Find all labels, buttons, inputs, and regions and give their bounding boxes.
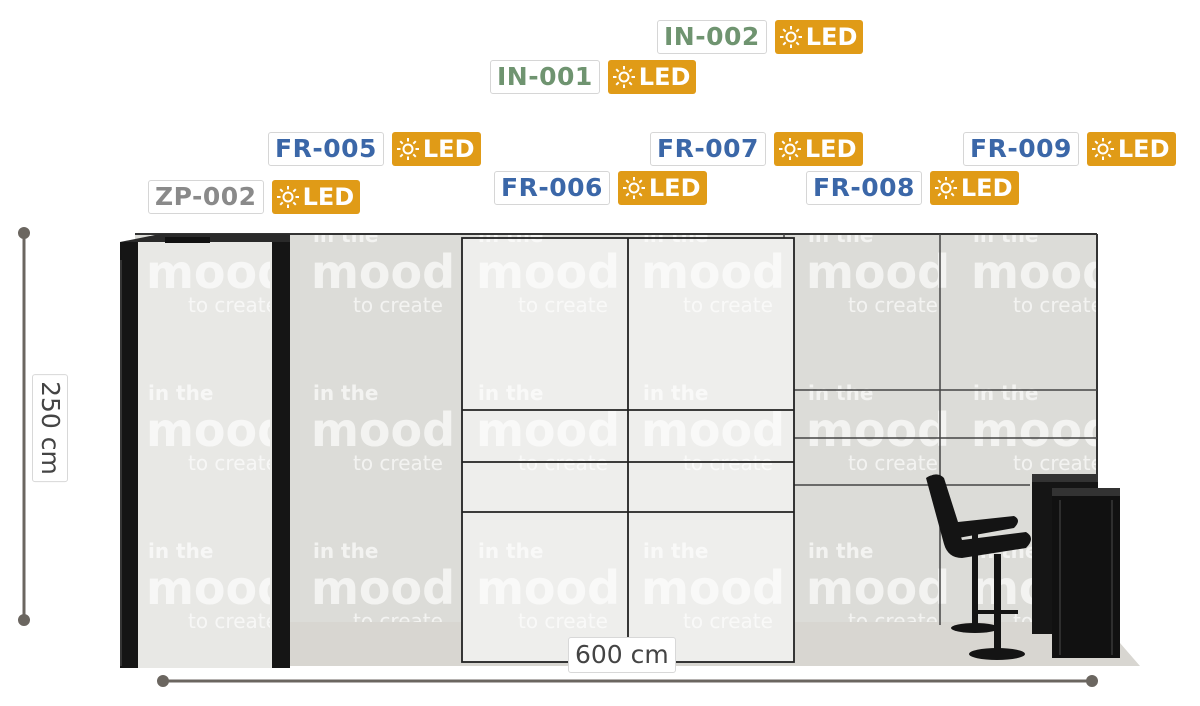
- led-badge: LED: [271, 180, 361, 214]
- led-badge: LED: [773, 132, 863, 166]
- led-label: LED: [805, 23, 858, 51]
- tag-fr-007: FR-007 LED: [650, 132, 863, 166]
- component-code: FR-005: [268, 132, 384, 166]
- led-label: LED: [1117, 135, 1170, 163]
- sun-icon: [778, 138, 801, 160]
- led-badge: LED: [774, 20, 864, 54]
- component-code: FR-008: [806, 171, 922, 205]
- component-code: ZP-002: [148, 180, 264, 214]
- component-code: FR-006: [494, 171, 610, 205]
- bar-tables: [1032, 474, 1120, 658]
- sun-icon: [779, 26, 802, 48]
- sun-icon: [1091, 138, 1114, 160]
- led-label: LED: [302, 183, 355, 211]
- component-code: FR-009: [963, 132, 1079, 166]
- led-label: LED: [648, 174, 701, 202]
- tag-fr-009: FR-009 LED: [963, 132, 1176, 166]
- led-badge: LED: [391, 132, 481, 166]
- led-label: LED: [960, 174, 1013, 202]
- sun-icon: [622, 177, 645, 199]
- sun-icon: [934, 177, 957, 199]
- height-dimension-label: 250 cm: [32, 374, 68, 482]
- component-code: IN-002: [657, 20, 767, 54]
- tag-zp-002: ZP-002 LED: [148, 180, 361, 214]
- led-badge: LED: [607, 60, 697, 94]
- width-dimension-label: 600 cm: [568, 637, 676, 673]
- component-code: FR-007: [650, 132, 766, 166]
- tag-fr-008: FR-008 LED: [806, 171, 1019, 205]
- left-column-frame-left: [120, 242, 138, 668]
- left-column-frame-right: [272, 242, 290, 668]
- tag-in-002: IN-002 LED: [657, 20, 864, 54]
- led-label: LED: [638, 63, 691, 91]
- component-code: IN-001: [490, 60, 600, 94]
- sun-icon: [276, 186, 299, 208]
- sun-icon: [612, 66, 635, 88]
- led-label: LED: [422, 135, 475, 163]
- led-badge: LED: [929, 171, 1019, 205]
- led-label: LED: [804, 135, 857, 163]
- sun-icon: [396, 138, 419, 160]
- led-badge: LED: [1086, 132, 1176, 166]
- tag-fr-005: FR-005 LED: [268, 132, 481, 166]
- left-column-graphics: [140, 242, 270, 668]
- dimension-lines: [18, 227, 1098, 687]
- tag-in-001: IN-001 LED: [490, 60, 697, 94]
- tag-fr-006: FR-006 LED: [494, 171, 707, 205]
- led-badge: LED: [617, 171, 707, 205]
- bar-stools: [926, 474, 1031, 660]
